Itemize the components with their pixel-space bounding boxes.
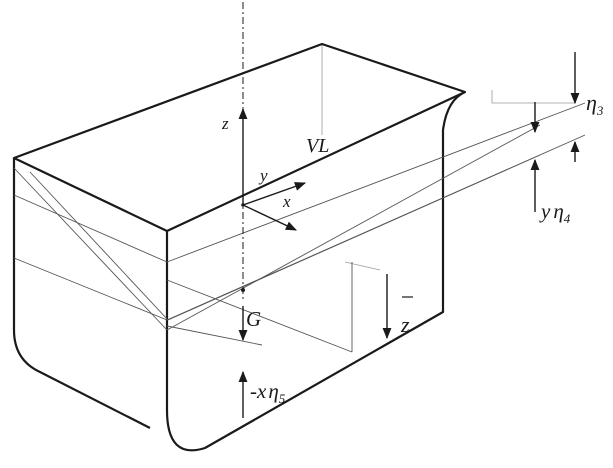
x-axis-arrow — [242, 204, 298, 231]
z-bar-label: z — [400, 296, 413, 337]
motion-arrows — [238, 52, 580, 418]
x-axis-label: x — [282, 192, 291, 211]
center-of-gravity-point — [241, 288, 245, 292]
center-of-gravity-label: G — [246, 307, 261, 331]
construction-lines — [13, 102, 586, 353]
box-front-right-edge — [165, 90, 466, 452]
origin-point — [241, 203, 245, 207]
z-axis-label: z — [221, 114, 229, 133]
z-bar-text: z — [400, 312, 410, 337]
hidden-lines — [321, 44, 575, 271]
y-axis-arrow — [242, 182, 307, 206]
pitch-label: -xη5 — [250, 379, 286, 406]
waterline-label: VL — [306, 135, 329, 157]
coordinate-system — [238, 2, 307, 302]
hull-box — [12, 42, 467, 452]
y-axis-label: y — [258, 166, 268, 185]
box-left-edge — [12, 158, 151, 429]
heave-label: η3 — [586, 90, 604, 118]
